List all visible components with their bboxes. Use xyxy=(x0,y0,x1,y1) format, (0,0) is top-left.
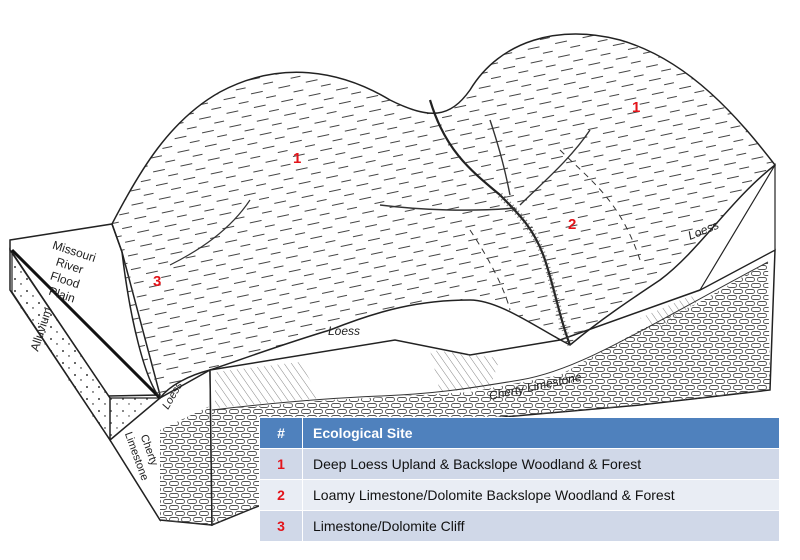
tributary-2 xyxy=(489,119,511,196)
legend-row-number: 1 xyxy=(259,448,303,480)
right-face xyxy=(698,162,776,292)
legend-row-number: 3 xyxy=(259,510,303,542)
ecological-site-legend: # Ecological Site 1 Deep Loess Upland & … xyxy=(259,417,780,542)
floodplain-edge-line xyxy=(10,248,162,400)
tributary-1 xyxy=(379,204,516,211)
legend-row-site: Limestone/Dolomite Cliff xyxy=(302,510,780,542)
legend-header-number: # xyxy=(259,417,303,449)
loess-boundary-line xyxy=(211,261,769,411)
legend-row: 1 Deep Loess Upland & Backslope Woodland… xyxy=(259,448,780,480)
legend-row-site: Deep Loess Upland & Backslope Woodland &… xyxy=(302,448,780,480)
tributary-3 xyxy=(519,129,591,206)
land-surface xyxy=(111,33,777,400)
site-marker-2: 2 xyxy=(568,216,576,233)
left-limestone-bricks xyxy=(160,405,212,525)
main-drainage xyxy=(428,99,572,346)
front-hatch-right xyxy=(640,296,700,330)
loess-center-label: Loess xyxy=(328,324,360,338)
legend-row: 2 Loamy Limestone/Dolomite Backslope Woo… xyxy=(259,479,780,511)
legend-header-site: Ecological Site xyxy=(302,417,780,449)
front-hatch-mid xyxy=(430,350,500,392)
backslope-boundary xyxy=(559,149,641,261)
site-marker-3: 3 xyxy=(153,273,161,290)
legend-header-row: # Ecological Site xyxy=(259,417,780,449)
site-marker-1-left: 1 xyxy=(293,150,301,167)
front-loess-band xyxy=(212,262,768,410)
cliff-drainage xyxy=(169,199,251,266)
legend-row-number: 2 xyxy=(259,479,303,511)
legend-row: 3 Limestone/Dolomite Cliff xyxy=(259,510,780,542)
site-marker-1-right: 1 xyxy=(632,99,640,116)
legend-row-site: Loamy Limestone/Dolomite Backslope Woodl… xyxy=(302,479,780,511)
floodplain-label: Missouri River Flood Plain xyxy=(37,238,101,309)
front-hatch-left xyxy=(215,362,320,408)
